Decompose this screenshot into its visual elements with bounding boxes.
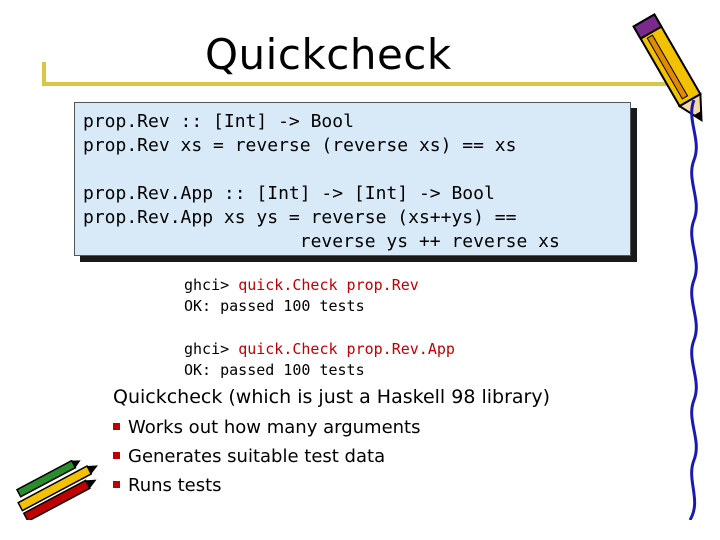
bullet-text: Runs tests — [128, 475, 222, 496]
code-block: prop.Rev :: [Int] -> Bool prop.Rev xs = … — [74, 102, 631, 256]
pencil-clipart-icon — [632, 13, 703, 122]
code-line: prop.Rev.App :: [Int] -> [Int] -> Bool — [83, 183, 495, 204]
bullet-item: Runs tests — [113, 475, 222, 496]
ghci-prompt: ghci> — [184, 276, 239, 294]
bullet-item: Generates suitable test data — [113, 446, 385, 467]
title-rule-horizontal — [42, 82, 687, 86]
ghci-command-line: ghci> quick.Check prop.Rev.App — [184, 340, 455, 358]
ghci-command: quick.Check prop.Rev.App — [238, 340, 455, 358]
code-line: prop.Rev :: [Int] -> Bool — [83, 111, 354, 132]
ghci-result: OK: passed 100 tests — [184, 297, 365, 315]
ghci-command-line: ghci> quick.Check prop.Rev — [184, 276, 419, 294]
bullet-item: Works out how many arguments — [113, 417, 421, 438]
bullet-square-icon — [113, 422, 120, 430]
ghci-result: OK: passed 100 tests — [184, 361, 365, 379]
code-line: prop.Rev xs = reverse (reverse xs) == xs — [83, 135, 517, 156]
bullet-square-icon — [113, 451, 120, 459]
ghci-command: quick.Check prop.Rev — [238, 276, 419, 294]
wavy-border-icon — [688, 100, 698, 520]
slide-title: Quickcheck — [205, 30, 452, 79]
code-line: prop.Rev.App xs ys = reverse (xs++ys) == — [83, 207, 517, 228]
ghci-prompt: ghci> — [184, 340, 239, 358]
bullet-text: Works out how many arguments — [128, 417, 421, 438]
title-rule-vertical — [42, 62, 46, 86]
bullet-text: Generates suitable test data — [128, 446, 386, 467]
pens-clipart-icon — [15, 460, 98, 520]
bullet-square-icon — [113, 480, 120, 488]
code-line: reverse ys ++ reverse xs — [83, 231, 560, 252]
description-text: Quickcheck (which is just a Haskell 98 l… — [113, 386, 550, 408]
